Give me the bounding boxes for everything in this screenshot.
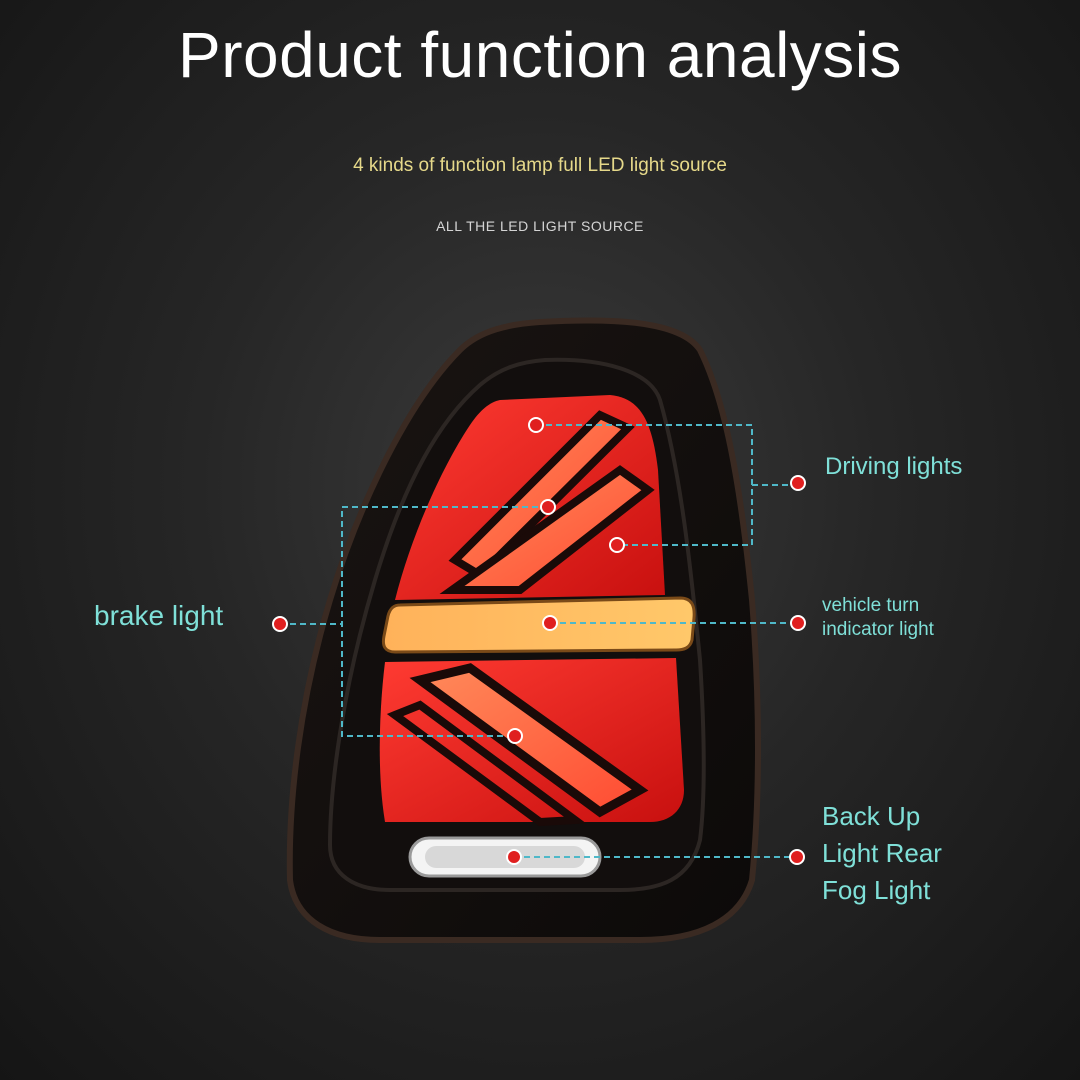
marker-turn xyxy=(542,615,558,631)
marker-backup-label xyxy=(789,849,805,865)
marker-brake-1 xyxy=(540,499,556,515)
marker-brake-2 xyxy=(507,728,523,744)
label-brake-light: brake light xyxy=(94,600,224,631)
brake-chevron-lower-2 xyxy=(386,700,587,827)
label-turn-line-2: indicator light xyxy=(822,619,934,640)
driving-chevron-top xyxy=(448,410,635,581)
marker-driving-1 xyxy=(528,417,544,433)
page-title: Product function analysis xyxy=(178,19,902,91)
driving-chevron-mid xyxy=(439,465,655,594)
subtitle: 4 kinds of function lamp full LED light … xyxy=(353,155,727,176)
label-turn-line-1: vehicle turn xyxy=(822,595,920,616)
marker-backup xyxy=(506,849,522,865)
marker-driving-2 xyxy=(609,537,625,553)
marker-driving-label xyxy=(790,475,806,491)
marker-brake-label xyxy=(272,616,288,632)
leader-lines xyxy=(280,424,798,858)
label-backup-line-2: Light Rear xyxy=(822,838,942,868)
label-backup-fog: Back Up Light Rear Fog Light xyxy=(822,798,1022,909)
marker-turn-label xyxy=(790,615,806,631)
label-driving-lights: Driving lights xyxy=(825,453,963,480)
tagline: ALL THE LED LIGHT SOURCE xyxy=(436,218,644,234)
label-backup-line-1: Back Up xyxy=(822,801,921,831)
label-backup-line-3: Fog Light xyxy=(822,875,931,905)
callout-markers xyxy=(272,417,806,865)
turn-indicator-bar xyxy=(381,596,696,654)
label-turn-indicator: vehicle turn indicator light xyxy=(822,594,1022,642)
brake-chevron-lower xyxy=(409,663,649,818)
